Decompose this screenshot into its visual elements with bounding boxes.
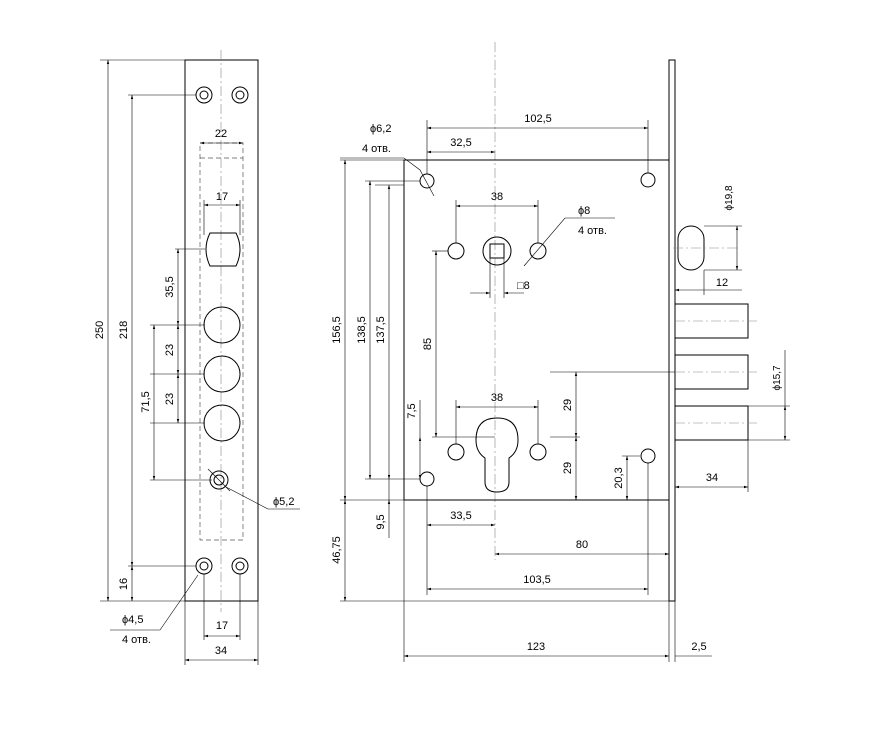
case-mount-hole bbox=[640, 448, 656, 464]
spindle-square bbox=[489, 243, 505, 259]
latch-opening bbox=[205, 232, 241, 267]
hole-count-label: 4 отв. bbox=[122, 634, 151, 646]
dim-20-3: 20,3 bbox=[613, 467, 625, 488]
dim-17-bottom: 17 bbox=[216, 620, 228, 632]
spindle-hole-diameter: ϕ8 bbox=[578, 205, 590, 217]
dim-phi-5-2: ϕ5,2 bbox=[273, 496, 294, 508]
dim-23-b: 23 bbox=[164, 393, 176, 405]
dim-102-5: 102,5 bbox=[524, 113, 552, 125]
dim-138-5: 138,5 bbox=[356, 316, 368, 344]
handle-screw-hole bbox=[447, 242, 465, 260]
dim-38-top: 38 bbox=[491, 191, 503, 203]
lock-faceplate bbox=[668, 59, 676, 602]
dim-156-5: 156,5 bbox=[331, 316, 343, 344]
dim-7-5: 7,5 bbox=[406, 403, 418, 418]
bolt-hole bbox=[203, 355, 241, 393]
dim-123: 123 bbox=[527, 641, 545, 653]
dim-46-75: 46,75 bbox=[331, 536, 343, 564]
dim-16: 16 bbox=[118, 578, 130, 590]
cylinder-screw-hole bbox=[529, 443, 547, 461]
dim-34-plate: 34 bbox=[215, 645, 227, 657]
latch-diameter: ϕ19,8 bbox=[724, 185, 735, 211]
dim-33-5: 33,5 bbox=[450, 510, 471, 522]
spindle-square-label: □8 bbox=[517, 280, 530, 292]
cylinder-cutout bbox=[475, 417, 519, 493]
dim-38-bottom: 38 bbox=[491, 392, 503, 404]
lock-body-view: 156,5 138,5 137,5 46,75 9,5 85 7,5 32,5 … bbox=[331, 42, 790, 662]
case-mount-hole bbox=[640, 172, 656, 188]
dim-35-5: 35,5 bbox=[164, 276, 176, 297]
dim-32-5: 32,5 bbox=[450, 137, 471, 149]
dim-34-bolts: 34 bbox=[706, 472, 718, 484]
dim-71-5: 71,5 bbox=[140, 391, 152, 412]
dim-2-5: 2,5 bbox=[691, 641, 706, 653]
strike-plate-view: 250 218 35,5 23 23 71,5 16 22 17 ϕ5,2 ϕ4… bbox=[94, 50, 300, 665]
bolt-diameter: ϕ15,7 bbox=[772, 365, 783, 391]
mount-hole bbox=[195, 86, 213, 104]
dim-29-a: 29 bbox=[562, 399, 574, 411]
dim-17-top: 17 bbox=[216, 191, 228, 203]
spindle-follower bbox=[482, 236, 512, 266]
dim-85: 85 bbox=[422, 338, 434, 350]
cylinder-screw-hole bbox=[447, 443, 465, 461]
case-hole-diameter: ϕ6,2 bbox=[370, 123, 391, 135]
mount-hole bbox=[231, 557, 249, 575]
bolt-hole bbox=[203, 306, 241, 344]
hole-diameter-label: ϕ4,5 bbox=[122, 614, 143, 626]
dim-137-5: 137,5 bbox=[375, 316, 387, 344]
dim-12: 12 bbox=[716, 277, 728, 289]
mount-hole bbox=[195, 557, 213, 575]
case-mount-hole bbox=[419, 173, 435, 189]
faceplate-outline bbox=[184, 59, 259, 602]
case-hole-count: 4 отв. bbox=[362, 143, 391, 155]
dim-23-a: 23 bbox=[164, 344, 176, 356]
spindle-hole-count: 4 отв. bbox=[578, 225, 607, 237]
dim-218: 218 bbox=[118, 321, 130, 339]
dim-103-5: 103,5 bbox=[523, 574, 551, 586]
dim-250: 250 bbox=[94, 321, 106, 339]
dim-9-5: 9,5 bbox=[375, 514, 387, 529]
dim-29-b: 29 bbox=[562, 462, 574, 474]
bolt-hole bbox=[203, 404, 241, 442]
mount-hole bbox=[231, 86, 249, 104]
case-mount-hole bbox=[419, 471, 435, 487]
lock-case bbox=[403, 159, 670, 501]
dim-80: 80 bbox=[576, 539, 588, 551]
dim-22: 22 bbox=[215, 128, 227, 140]
